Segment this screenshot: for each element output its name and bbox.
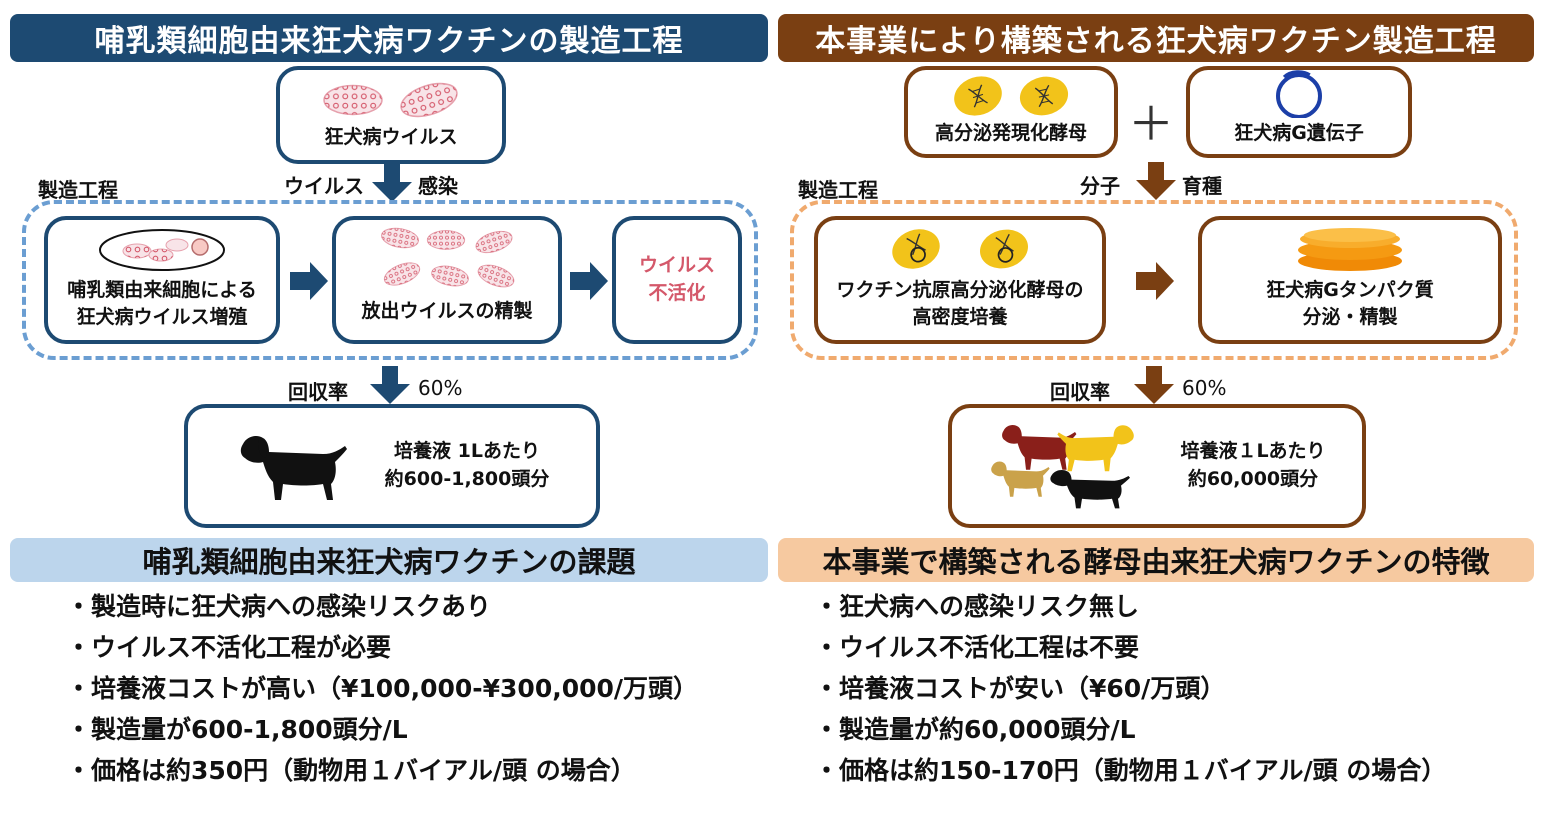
- left-yield-value: 60%: [418, 376, 463, 400]
- right-result-line2: 約60,000頭分: [1187, 468, 1319, 490]
- right-process-container: [790, 200, 1518, 360]
- list-item: ・製造量が600-1,800頭分/L: [66, 715, 408, 744]
- right-yield-value: 60%: [1182, 376, 1227, 400]
- right-step2-box: 狂犬病Gタンパク質 分泌・精製: [1198, 216, 1502, 344]
- dog-group-icon: [991, 425, 1135, 509]
- left-issues-banner: 哺乳類細胞由来狂犬病ワクチンの課題: [10, 538, 768, 582]
- right-features-banner: 本事業で構築される酵母由来狂犬病ワクチンの特徴: [778, 538, 1534, 582]
- left-issues-list: ・製造時に狂犬病への感染リスクあり ・ウイルス不活化工程が必要 ・培養液コストが…: [66, 586, 698, 791]
- left-step3-line1: ウイルス: [638, 254, 715, 277]
- rabies-virus-label: 狂犬病ウイルス: [324, 126, 458, 149]
- arrow-icon: [290, 262, 328, 300]
- list-item: ・価格は約350円（動物用１バイアル/頭 の場合）: [66, 756, 636, 785]
- right-step1-line2: 高密度培養: [912, 306, 1008, 329]
- list-item: ・培養液コストが安い（¥60/万頭）: [814, 674, 1226, 703]
- arrow-icon: [1134, 366, 1174, 404]
- left-yield-label: 回収率: [288, 380, 348, 404]
- left-step2-box: 放出ウイルスの精製: [332, 216, 562, 344]
- list-item: ・狂犬病への感染リスク無し: [814, 592, 1140, 621]
- left-process-label: 製造工程: [38, 178, 118, 202]
- arrow-icon: [1136, 262, 1174, 300]
- cell-icon: [99, 228, 225, 271]
- left-step3-line2: 不活化: [648, 282, 706, 304]
- plus-sign: ＋: [1128, 97, 1174, 151]
- plasmid-source-label: 狂犬病G遺伝子: [1234, 122, 1364, 145]
- list-item: ・製造時に狂犬病への感染リスクあり: [66, 592, 492, 621]
- plasmid-icon: [1276, 70, 1322, 119]
- left-issues-title: 哺乳類細胞由来狂犬病ワクチンの課題: [142, 545, 636, 579]
- right-step1-line1: ワクチン抗原高分泌化酵母の: [836, 278, 1084, 301]
- virus-icon: [322, 82, 384, 118]
- yeast-icon: [1014, 70, 1074, 124]
- right-process-label: 製造工程: [798, 178, 878, 202]
- arrow-icon: [570, 262, 608, 300]
- arrow-icon: [1136, 162, 1176, 200]
- yeast-source-box: 高分泌発現化酵母: [904, 66, 1118, 158]
- left-arrow1-left-text: ウイルス: [284, 174, 364, 198]
- right-result-line1: 培養液１Lあたり: [1180, 440, 1326, 463]
- left-result-line1: 培養液 1Lあたり: [394, 440, 540, 463]
- right-result-box: 培養液１Lあたり 約60,000頭分: [948, 404, 1366, 528]
- list-item: ・培養液コストが高い（¥100,000-¥300,000/万頭）: [66, 674, 699, 703]
- yeast-icon: [946, 67, 1009, 125]
- left-arrow1-right-text: 感染: [418, 174, 458, 198]
- right-arrow1-left-text: 分子: [1080, 174, 1120, 198]
- rabies-virus-box: 狂犬病ウイルス: [276, 66, 506, 164]
- right-yield-label: 回収率: [1050, 380, 1110, 404]
- list-item: ・価格は約150-170円（動物用１バイアル/頭 の場合）: [814, 756, 1447, 785]
- left-result-box: 培養液 1Lあたり 約600-1,800頭分: [184, 404, 600, 528]
- left-step1-line2: 狂犬病ウイルス増殖: [76, 306, 248, 329]
- list-item: ・製造量が約60,000頭分/L: [814, 715, 1136, 744]
- protein-icon: [1298, 227, 1402, 271]
- list-item: ・ウイルス不活化工程は不要: [814, 633, 1140, 662]
- left-step1-line1: 哺乳類由来細胞による: [67, 278, 257, 301]
- left-step1-box: 哺乳類由来細胞による 狂犬病ウイルス増殖: [44, 216, 280, 344]
- right-step2-line2: 分泌・精製: [1302, 306, 1398, 329]
- right-features-list: ・狂犬病への感染リスク無し ・ウイルス不活化工程は不要 ・培養液コストが安い（¥…: [814, 586, 1446, 791]
- right-title: 本事業により構築される狂犬病ワクチン製造工程: [815, 24, 1497, 59]
- left-process-container: [22, 200, 758, 360]
- right-title-banner: 本事業により構築される狂犬病ワクチン製造工程: [778, 14, 1534, 62]
- left-step3-box: ウイルス 不活化: [612, 216, 742, 344]
- right-step2-line1: 狂犬病Gタンパク質: [1266, 278, 1434, 301]
- yeast-source-label: 高分泌発現化酵母: [934, 122, 1087, 145]
- plasmid-source-box: 狂犬病G遺伝子: [1186, 66, 1412, 158]
- yeast-icon: [884, 219, 948, 278]
- arrow-icon: [372, 164, 412, 202]
- yeast-icon: [973, 221, 1034, 276]
- right-features-title: 本事業で構築される酵母由来狂犬病ワクチンの特徴: [822, 545, 1490, 579]
- dog-icon: [235, 426, 355, 506]
- virus-icon: [394, 74, 464, 127]
- left-result-line2: 約600-1,800頭分: [384, 468, 550, 490]
- list-item: ・ウイルス不活化工程が必要: [66, 633, 392, 662]
- left-title-banner: 哺乳類細胞由来狂犬病ワクチンの製造工程: [10, 14, 768, 62]
- right-arrow1-right-text: 育種: [1182, 174, 1222, 198]
- left-step2-label: 放出ウイルスの精製: [361, 300, 533, 323]
- virus-cluster-icon: [379, 226, 518, 293]
- right-step1-box: ワクチン抗原高分泌化酵母の 高密度培養: [814, 216, 1106, 344]
- arrow-icon: [370, 366, 410, 404]
- left-title: 哺乳類細胞由来狂犬病ワクチンの製造工程: [94, 24, 684, 59]
